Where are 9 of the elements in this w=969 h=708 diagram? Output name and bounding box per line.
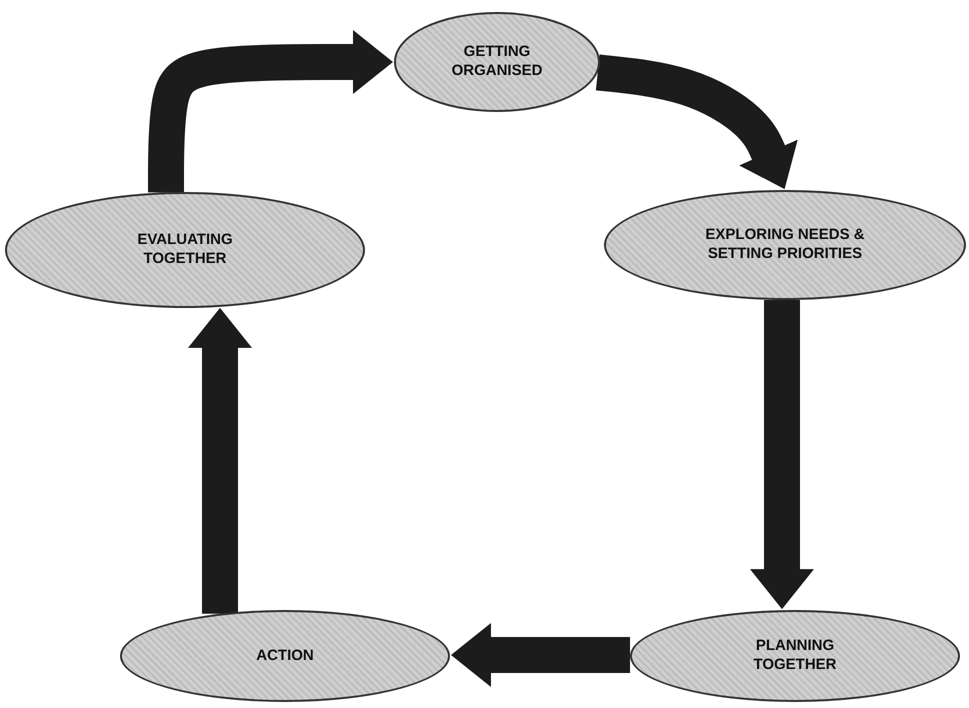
block-arrow bbox=[188, 308, 252, 614]
node-label: ACTION bbox=[255, 646, 315, 666]
node-label: PLANNING TOGETHER bbox=[752, 637, 838, 675]
block-arrow bbox=[595, 54, 798, 190]
node-label: GETTING ORGANISED bbox=[450, 43, 544, 81]
block-arrow bbox=[750, 300, 814, 610]
node-label: EXPLORING NEEDS & SETTING PRIORITIES bbox=[704, 226, 866, 264]
node-label: EVALUATING TOGETHER bbox=[136, 231, 234, 269]
block-arrow bbox=[450, 623, 630, 687]
